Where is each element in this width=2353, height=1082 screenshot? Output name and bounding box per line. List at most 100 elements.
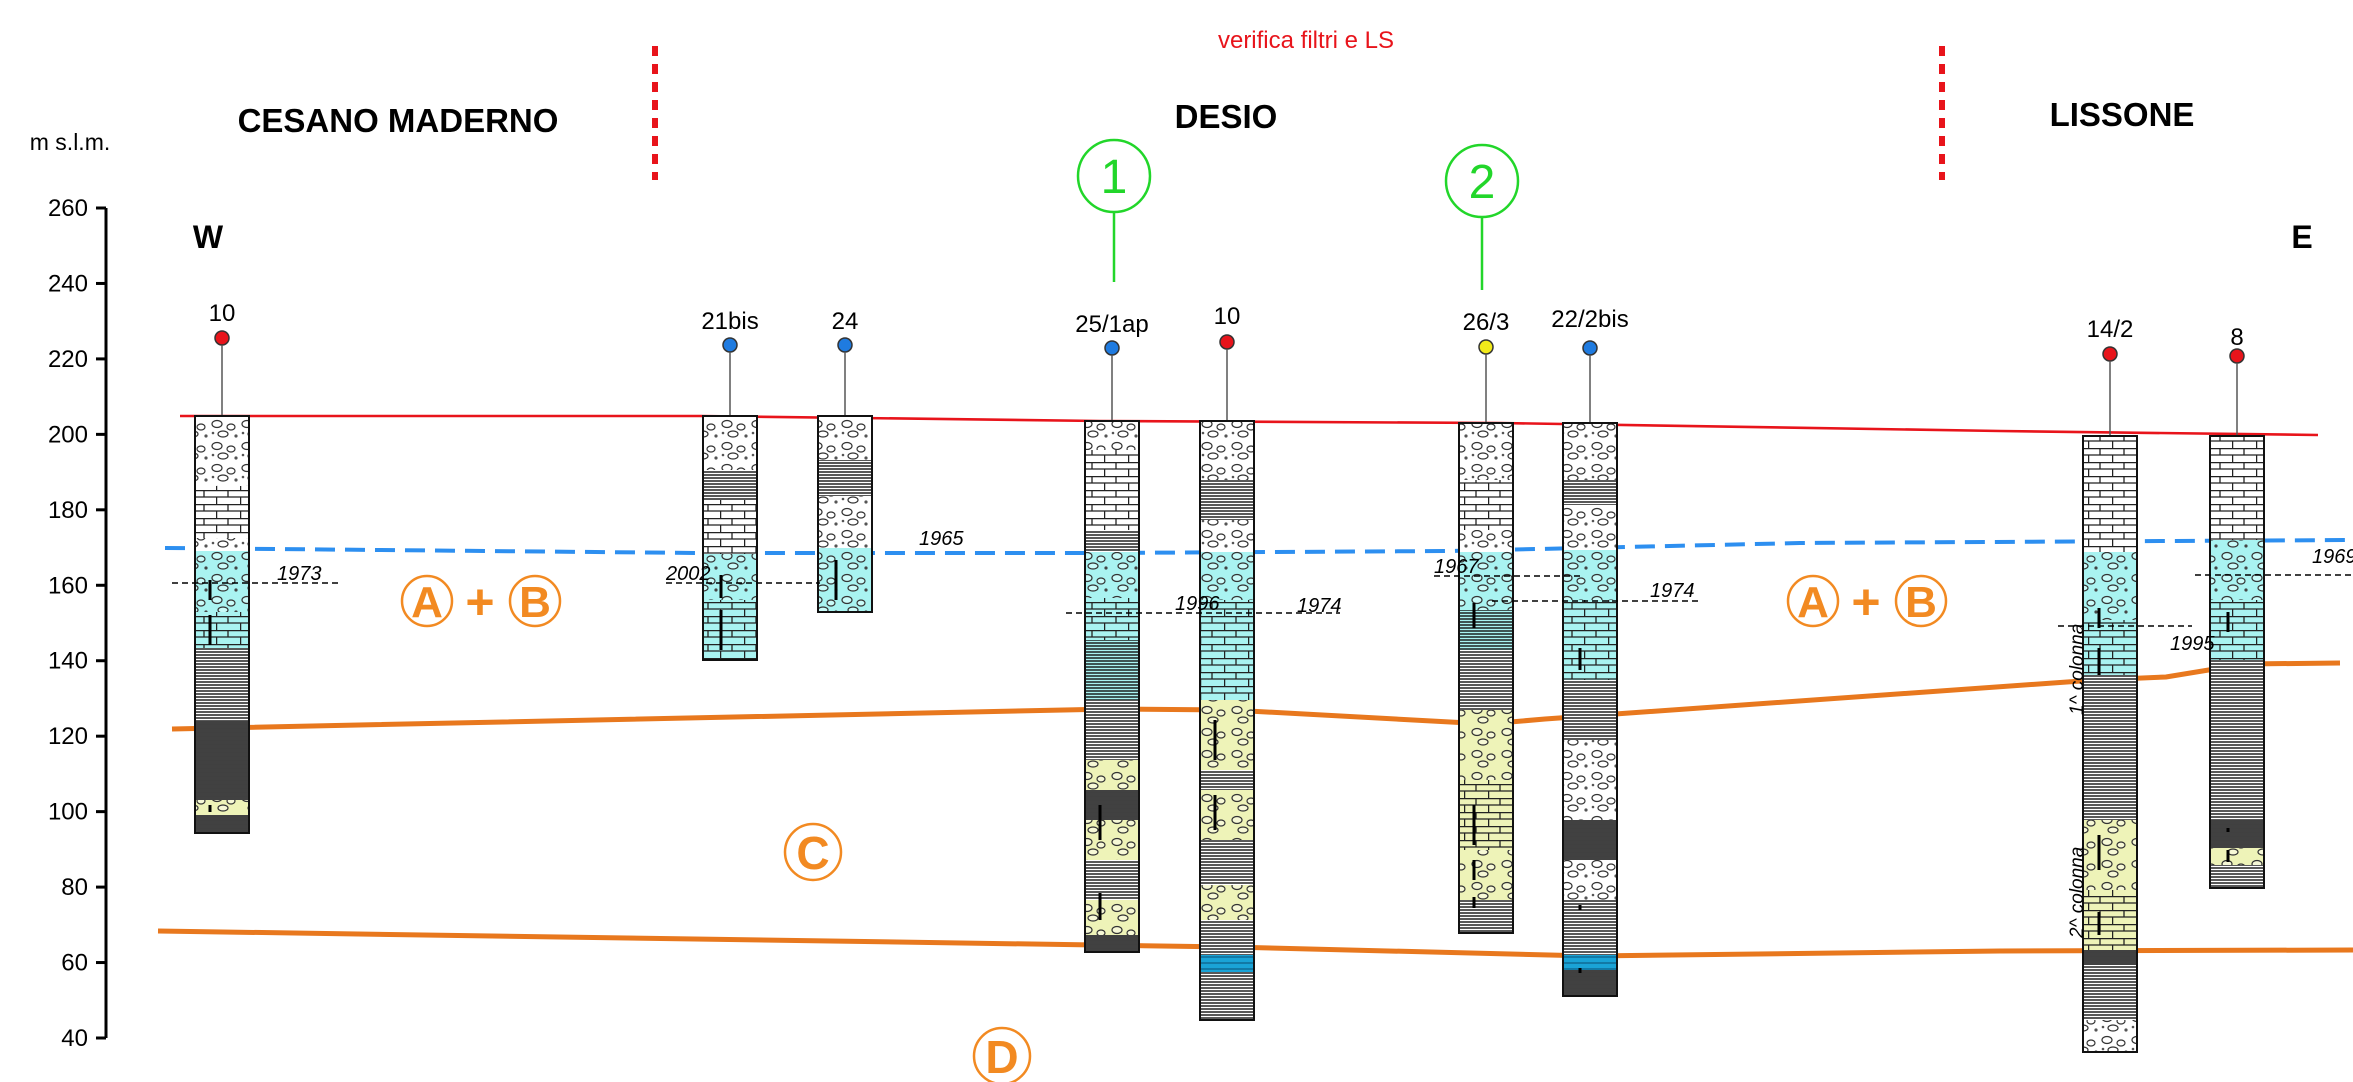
year-1969: 1969 (2195, 546, 2353, 576)
year-1974-a-label: 1974 (1297, 595, 1342, 617)
year-1973-label: 1973 (277, 563, 322, 585)
borehole-layer (195, 800, 249, 815)
west-label: W (193, 219, 224, 255)
y-tick-label: 240 (48, 270, 88, 297)
year-1995-label: 1995 (2170, 633, 2215, 655)
borehole-layer (195, 416, 249, 486)
y-tick-label: 120 (48, 723, 88, 750)
marker-2-label: 2 (1469, 156, 1496, 209)
marker-1: 1 (1076, 138, 1152, 282)
column-label-1: 1^ colonna (2067, 624, 2088, 715)
zone-c: C (783, 822, 843, 882)
borehole-layer (1459, 780, 1513, 850)
borehole-layer (1200, 421, 1254, 480)
y-tick-label: 180 (48, 497, 88, 524)
borehole-layer (703, 600, 757, 660)
boundary-ab-c (171, 660, 2341, 732)
borehole-layer (2210, 848, 2264, 865)
borehole-layer (195, 551, 249, 612)
borehole-dot (1582, 340, 1598, 356)
borehole-id-label: 21bis (701, 308, 758, 335)
boreholes: 10 21bis 24 25/1ap 10 26/3 22/2bis 14/2 8 (194, 300, 2265, 1053)
borehole-layer (1563, 955, 1617, 970)
borehole-outline (817, 415, 873, 613)
borehole-layer (1085, 820, 1139, 860)
borehole-layer (2210, 660, 2264, 820)
borehole-layer (1085, 935, 1139, 952)
borehole-layer (1459, 530, 1513, 552)
y-tick-label: 160 (48, 572, 88, 599)
borehole-outline (2209, 435, 2265, 889)
marker-1-label: 1 (1101, 151, 1128, 204)
borehole-layer (1085, 900, 1139, 935)
borehole-layer (703, 554, 757, 600)
borehole-layer (1563, 480, 1617, 505)
borehole-dot (2229, 348, 2245, 364)
borehole-7: 22/2bis (1551, 306, 1629, 997)
borehole-layer (2210, 540, 2264, 600)
surface-line (180, 414, 2319, 437)
y-tick-label: 140 (48, 648, 88, 675)
borehole-layer (1085, 760, 1139, 790)
year-2002-label: 2002 (665, 563, 711, 585)
borehole-layer (1085, 640, 1139, 700)
borehole-6: 26/3 (1458, 309, 1514, 934)
borehole-id-label: 24 (832, 308, 859, 335)
borehole-layer (1085, 530, 1139, 552)
borehole-id-label: 14/2 (2087, 316, 2134, 343)
borehole-id-label: 25/1ap (1075, 311, 1148, 338)
zone-ab-left-plus: + (465, 574, 494, 630)
borehole-dot (837, 337, 853, 353)
borehole-9: 8 (2209, 324, 2265, 889)
y-tick-label: 200 (48, 421, 88, 448)
borehole-layer (1563, 600, 1617, 680)
y-tick-label: 40 (61, 1025, 88, 1052)
borehole-layer (195, 648, 249, 721)
borehole-layer (1563, 740, 1617, 820)
borehole-layer (2083, 890, 2137, 950)
town-desio: DESIO (1175, 98, 1278, 135)
borehole-id-label: 10 (209, 300, 236, 327)
borehole-layer (703, 416, 757, 470)
borehole-layer (1459, 850, 1513, 900)
east-label: E (2291, 219, 2312, 255)
borehole-layer (1200, 520, 1254, 552)
note-label: verifica filtri e LS (1218, 27, 1394, 54)
borehole-layer (2083, 436, 2137, 552)
marker-2: 2 (1444, 143, 1520, 290)
zone-d-label: D (985, 1031, 1018, 1082)
year-1967-label: 1967 (1434, 556, 1479, 578)
borehole-layer (1200, 920, 1254, 955)
borehole-layer (1563, 505, 1617, 550)
borehole-layer (2083, 820, 2137, 890)
borehole-layer (1459, 710, 1513, 780)
borehole-5: 10 (1199, 303, 1255, 1021)
borehole-outline (702, 415, 758, 661)
borehole-layer (1200, 552, 1254, 600)
borehole-layer (703, 500, 757, 554)
y-tick-label: 100 (48, 799, 88, 826)
borehole-id-label: 26/3 (1463, 309, 1510, 336)
borehole-layer (1563, 970, 1617, 996)
year-1996: 1996 1974 (1066, 593, 1342, 617)
borehole-layer (1563, 423, 1617, 480)
borehole-layer (195, 486, 249, 538)
zone-d: D (972, 1026, 1032, 1082)
borehole-layer (1563, 680, 1617, 740)
borehole-layer (818, 548, 872, 612)
borehole-layer (195, 815, 249, 833)
borehole-layer (1563, 550, 1617, 600)
borehole-layer (2083, 675, 2137, 820)
zone-ab-right-plus: + (1851, 574, 1880, 630)
town-cesano-maderno: CESANO MADERNO (238, 102, 559, 139)
borehole-layer (1200, 700, 1254, 770)
borehole-outline (1199, 420, 1255, 1021)
zone-ab-right: A + B (1786, 574, 1948, 630)
borehole-layer (818, 460, 872, 496)
borehole-dot (214, 330, 230, 346)
boundary-c-d (157, 928, 2353, 959)
borehole-layer (195, 721, 249, 800)
borehole-layer (2083, 552, 2137, 620)
borehole-layer (1459, 610, 1513, 650)
